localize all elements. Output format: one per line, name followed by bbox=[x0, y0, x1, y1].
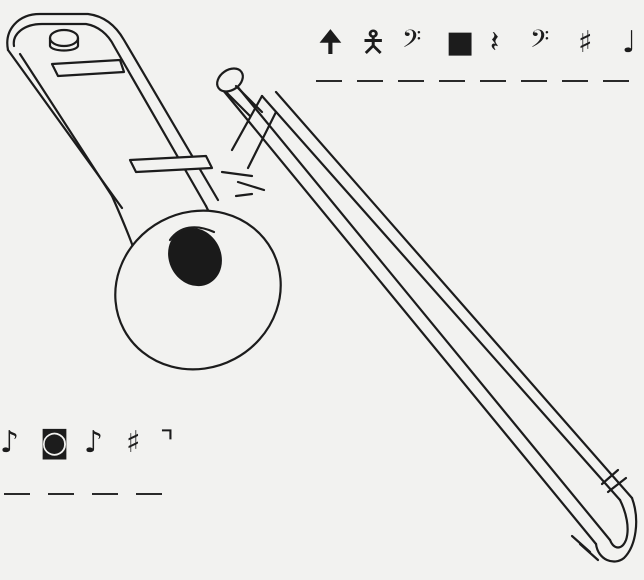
answer-blank[interactable] bbox=[480, 80, 506, 82]
answer-blank[interactable] bbox=[398, 80, 424, 82]
quarter-rest-icon: 𝄽 bbox=[490, 25, 500, 60]
tuning-slide bbox=[6, 12, 220, 210]
black-square-icon: ■ bbox=[446, 25, 475, 60]
answer-blank[interactable] bbox=[439, 80, 465, 82]
bass-clef-icon: 𝄢 bbox=[402, 25, 422, 60]
sharp-icon: ♯ bbox=[126, 425, 141, 460]
answer-blank[interactable] bbox=[4, 493, 30, 495]
answer-blank[interactable] bbox=[136, 493, 162, 495]
up-arrow-icon: 🠉 bbox=[318, 25, 343, 60]
answer-blank[interactable] bbox=[603, 80, 629, 82]
note-icon: ♩ bbox=[622, 25, 637, 60]
corner-bracket-icon: ⌝ bbox=[160, 425, 175, 460]
answer-blank[interactable] bbox=[92, 493, 118, 495]
stick-figure-icon: 🯅 bbox=[360, 25, 387, 60]
bell bbox=[110, 194, 282, 371]
nested-square-icon: ◙ bbox=[40, 425, 70, 460]
answer-blank[interactable] bbox=[357, 80, 383, 82]
note-icon: ♪ bbox=[0, 425, 20, 460]
answer-blank[interactable] bbox=[562, 80, 588, 82]
main-slide bbox=[216, 78, 638, 563]
answer-blank[interactable] bbox=[48, 493, 74, 495]
sharp-icon: ♯ bbox=[578, 25, 593, 60]
mouthpiece bbox=[216, 67, 264, 118]
answer-blank[interactable] bbox=[316, 80, 342, 82]
answer-blank[interactable] bbox=[521, 80, 547, 82]
bass-clef-icon: 𝄢 bbox=[530, 25, 550, 60]
eighth-note-icon: ♪ bbox=[84, 425, 104, 460]
